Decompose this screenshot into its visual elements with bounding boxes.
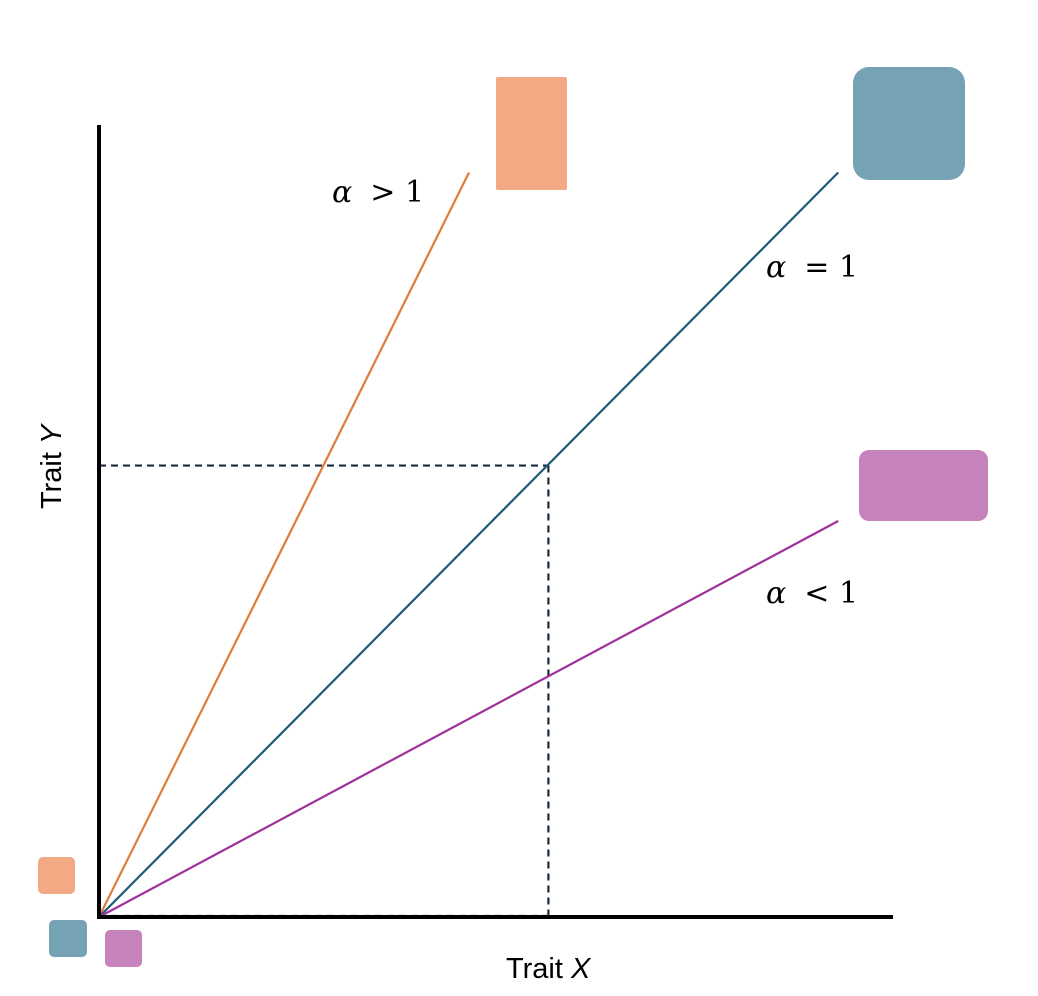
alpha-less-than-one-large-box <box>859 450 988 521</box>
x-axis-title-text: Trait <box>506 953 563 985</box>
alpha-greater-than-one-line <box>98 172 470 918</box>
series-lines <box>98 171 839 918</box>
alpha-equals-one-line <box>98 171 839 918</box>
alpha-symbol: α <box>766 250 786 285</box>
alpha-equals-one-label: α = 1 <box>766 250 858 285</box>
alpha-relation: < 1 <box>804 576 858 611</box>
alpha-equals-one-large-box <box>853 67 965 180</box>
y-axis-title-text: Trait <box>36 452 68 509</box>
alpha-greater-than-one-label: α > 1 <box>332 175 424 210</box>
alpha-greater-than-one-large-box <box>496 77 567 190</box>
alpha-equals-one-small-box <box>49 920 87 957</box>
alpha-symbol: α <box>766 576 786 611</box>
y-axis-title-variable: Y <box>36 422 68 444</box>
alpha-symbol: α <box>332 175 352 210</box>
alpha-less-than-one-line <box>98 520 839 918</box>
alpha-greater-than-one-small-box <box>38 857 75 894</box>
alpha-relation: = 1 <box>804 250 858 285</box>
x-axis-title-variable: X <box>570 953 592 985</box>
alpha-relation: > 1 <box>370 175 424 210</box>
alpha-less-than-one-small-box <box>105 930 142 967</box>
alpha-less-than-one-label: α < 1 <box>766 576 858 611</box>
x-axis-title: Trait X <box>506 953 592 985</box>
y-axis-title: Trait Y <box>36 422 68 509</box>
